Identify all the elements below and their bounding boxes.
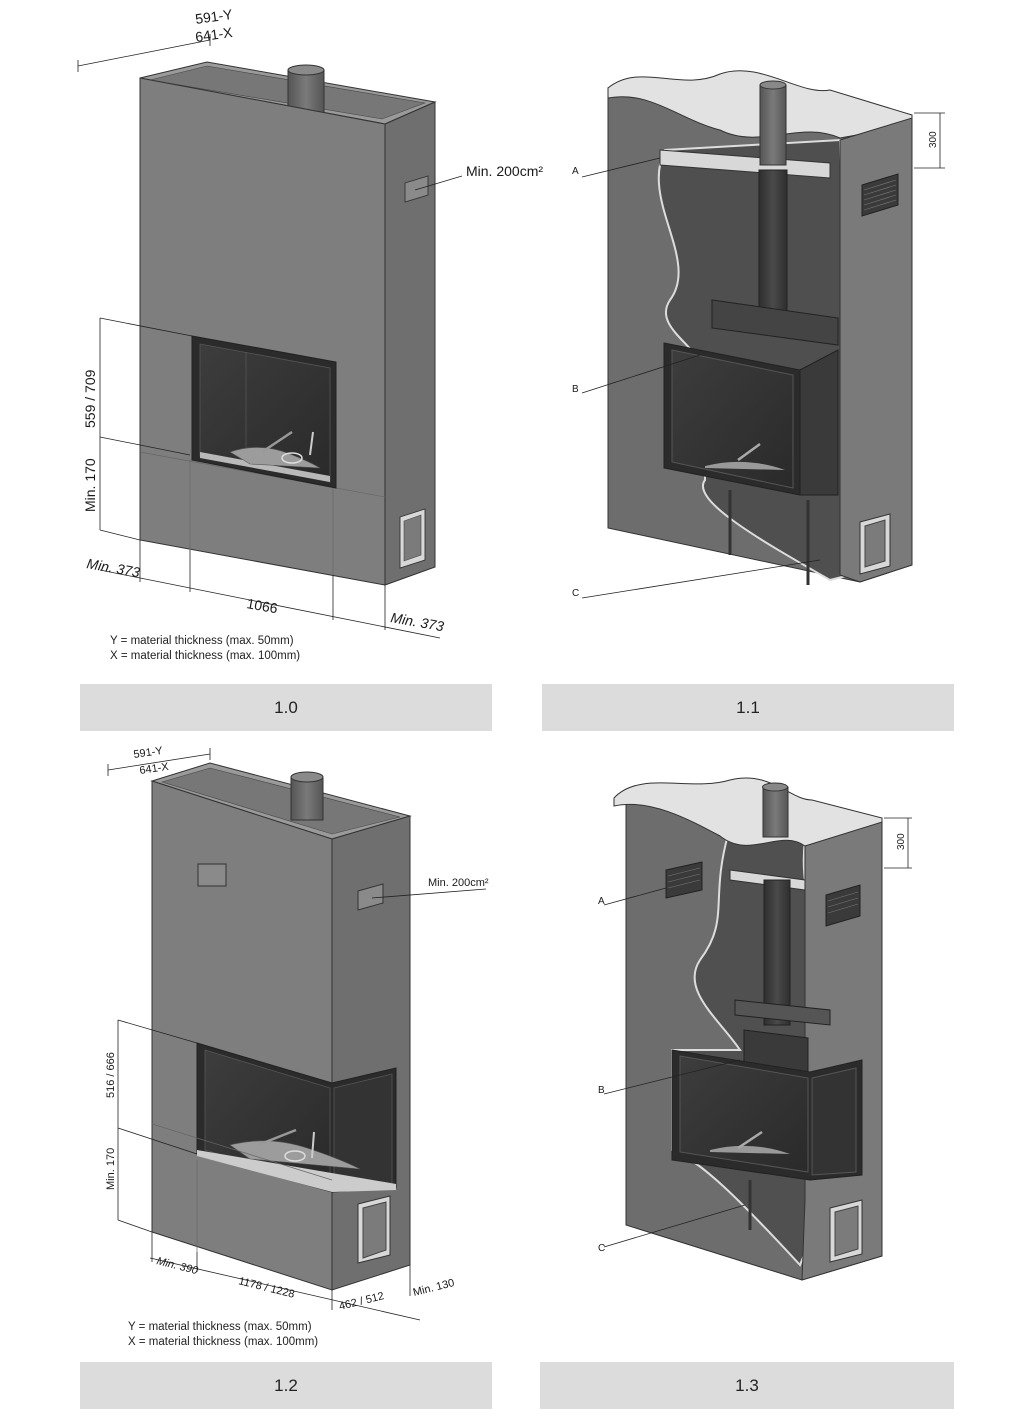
fig1-2-note-x: X = material thickness (max. 100mm) [128, 1336, 319, 1348]
fig1-0-side-left-label: Min. 373 [85, 555, 141, 580]
fig1-2-notes: Y = material thickness (max. 50mm) X = m… [128, 1320, 318, 1350]
fig1-3-label-a: A [598, 896, 605, 907]
fig1-3-label-c: C [598, 1243, 605, 1254]
figure-1-0-drawing [77, 34, 463, 639]
fig1-0-side-right-label: Min. 373 [389, 609, 445, 634]
figure-1-2-drawing [107, 748, 487, 1321]
fig1-0-base-height-label: Min. 170 [82, 458, 98, 512]
fig1-0-notes: Y = material thickness (max. 50mm) X = m… [110, 634, 300, 664]
fig1-1-label-c: C [572, 588, 579, 599]
fig1-2-vent-label: Min. 200cm² [428, 877, 489, 889]
fig1-2-depth-x-label: 641-X [139, 761, 170, 777]
fig1-3-label-b: B [598, 1085, 605, 1096]
fig1-0-note-y: Y = material thickness (max. 50mm) [110, 635, 294, 647]
fig1-0-width-label: 1066 [245, 595, 279, 616]
fig1-1-label-a: A [572, 166, 579, 177]
fig1-2-base-height-label: Min. 170 [105, 1148, 117, 1190]
fig1-0-depth-y-label: 591-Y [194, 6, 234, 27]
fig1-0-opening-height-label: 559 / 709 [82, 369, 98, 428]
fig1-2-side-right-label: Min. 130 [412, 1277, 456, 1299]
fig1-0-vent-label: Min. 200cm² [466, 163, 543, 179]
figure-1-1-drawing [581, 70, 945, 599]
fig1-1-caption: 1.1 [542, 684, 954, 731]
fig1-2-caption: 1.2 [80, 1362, 492, 1409]
fig1-2-width-label: 1178 / 1228 [237, 1275, 295, 1301]
fig1-3-caption: 1.3 [540, 1362, 954, 1409]
fig1-0-caption: 1.0 [80, 684, 492, 731]
fig1-0-note-x: X = material thickness (max. 100mm) [110, 650, 301, 662]
fig1-2-opening-height-label: 516 / 666 [105, 1052, 117, 1098]
fig1-1-top-height-label: 300 [928, 131, 939, 148]
fig1-1-label-b: B [572, 384, 579, 395]
fig1-2-side-depth-label: 462 / 512 [338, 1290, 385, 1313]
fig1-0-depth-x-label: 641-X [194, 24, 234, 45]
fig1-3-top-height-label: 300 [896, 833, 907, 850]
fig1-2-side-left-label: Min. 390 [155, 1255, 200, 1277]
fig1-2-note-y: Y = material thickness (max. 50mm) [128, 1321, 312, 1333]
figure-1-3-drawing [603, 777, 912, 1281]
fig1-2-depth-y-label: 591-Y [133, 745, 164, 761]
